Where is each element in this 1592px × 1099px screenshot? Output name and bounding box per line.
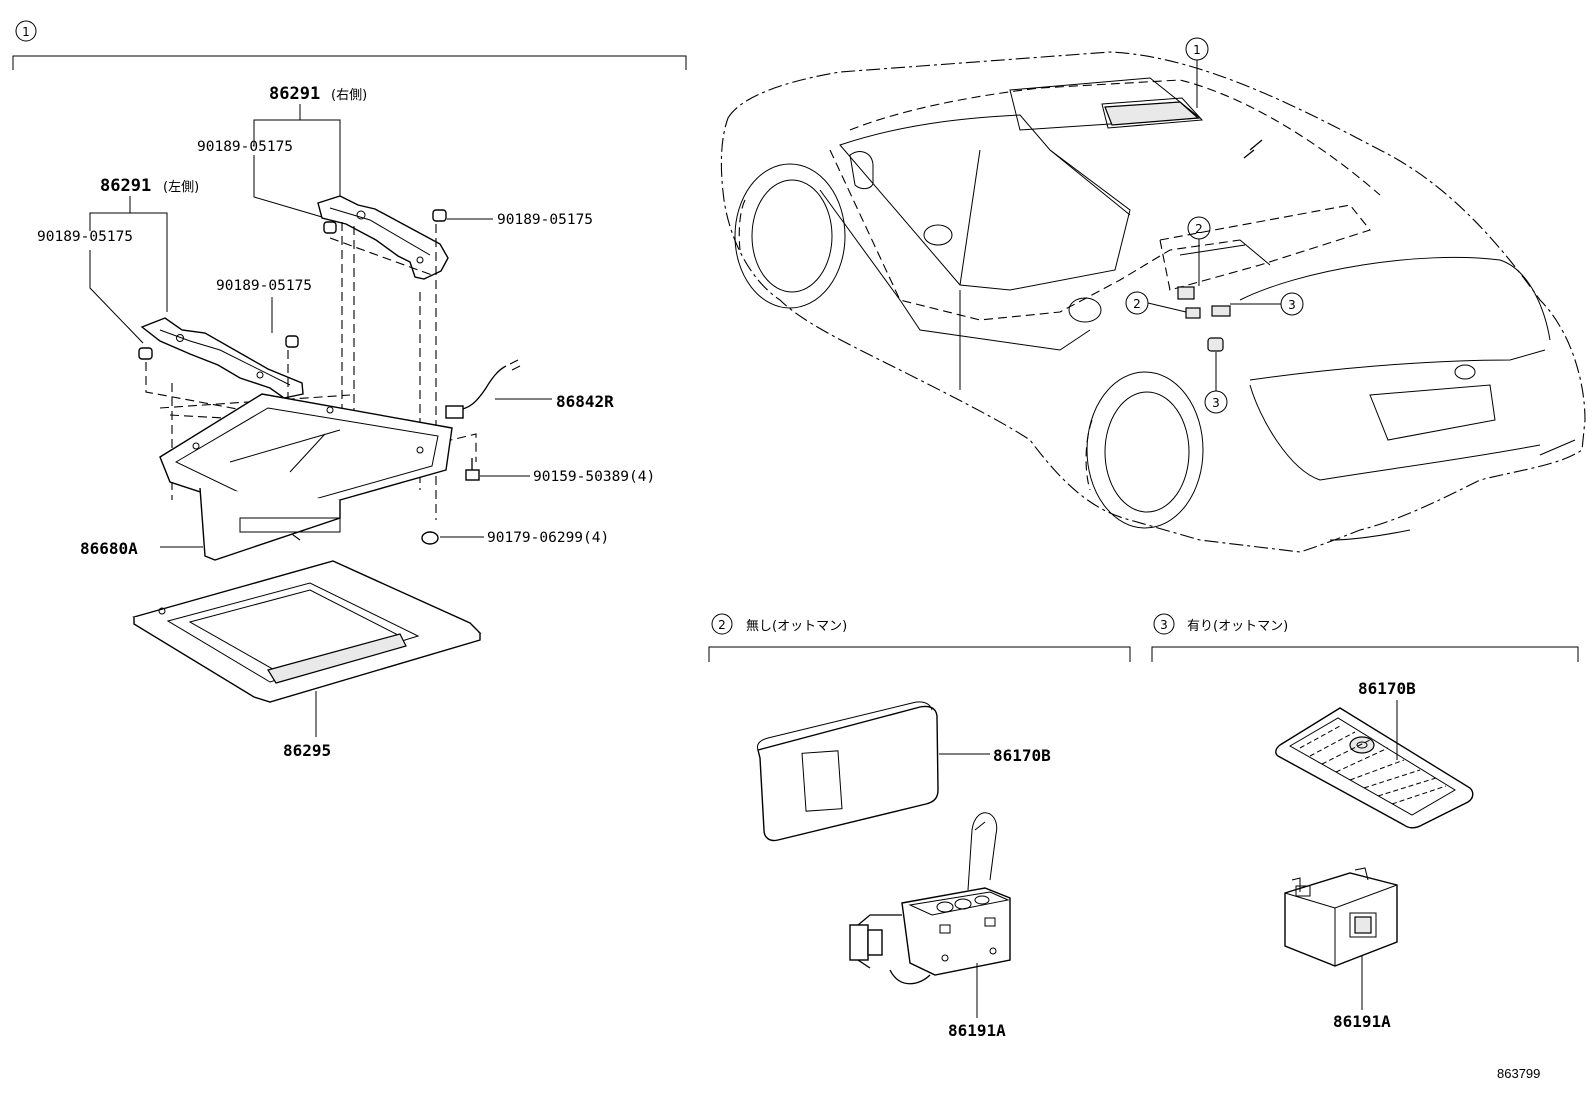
part-number-86291-left: 86291 [100,176,151,196]
section-3-header: 3 有り(オットマン) [1151,613,1579,662]
vehicle-callouts: 1 2 2 3 3 [1125,37,1304,414]
vehicle-illustration [720,51,1586,553]
cable-86842R [445,359,521,419]
bolt-label-b: 90189-05175 [37,229,133,245]
part-number-86295: 86295 [283,741,331,760]
section-3-part-86170B: 86170B [1358,679,1416,698]
part-number-86680A: 86680A [80,539,138,558]
callout-1-label: 1 [22,25,30,39]
vehicle-callout-3a: 3 [1288,298,1296,312]
right-side-note: (右側) [331,88,367,103]
monitor-86680A [159,393,453,561]
group-1-header: 1 [12,20,687,70]
bolt-label-a: 90189-05175 [197,139,293,155]
group-1-bracket [12,55,687,70]
section-2-part-86170B: 86170B [993,746,1051,765]
remote-86170B-buttons [1275,707,1474,829]
part-number-86291-right: 86291 [269,84,320,104]
bracket-86291-left [140,317,304,399]
receiver-86191A-box [1284,867,1398,967]
nut-90179 [421,531,439,545]
remote-86170B-blank [757,701,939,842]
section-3-bracket [1151,646,1579,662]
section-3-callout: 3 [1160,618,1168,632]
bolt-label-d: 90189-05175 [497,212,593,228]
bezel-86295 [132,560,482,703]
vehicle-callout-3b: 3 [1212,396,1220,410]
vehicle-callout-1: 1 [1193,43,1201,57]
section-2-header: 2 無し(オットマン) [708,613,1131,662]
bolt-90159 [465,458,480,481]
bracket-86291-right [317,195,449,280]
section-2-callout: 2 [718,618,726,632]
section-2-bracket [708,646,1131,662]
left-side-note: (左側) [163,180,199,195]
vehicle-callout-2b: 2 [1133,297,1141,311]
section-3-part-86191A: 86191A [1333,1012,1391,1031]
part-number-90179: 90179-06299(4) [487,530,609,546]
part-number-90159: 90159-50389(4) [533,469,655,485]
section-2-part-86191A: 86191A [948,1021,1006,1040]
part-label-86291-left: 86291 (左側) [100,176,199,196]
part-number-86842R: 86842R [556,392,614,411]
receiver-86191A-flip [849,812,1011,985]
clip-fasteners [138,209,447,360]
section-2-caption: 無し(オットマン) [746,619,847,634]
bolt-label-c: 90189-05175 [216,278,312,294]
vehicle-callout-2a: 2 [1195,222,1203,236]
part-label-86291-right: 86291 (右側) [269,84,367,104]
section-3-caption: 有り(オットマン) [1187,619,1288,634]
diagram-reference-number: 863799 [1497,1066,1540,1081]
